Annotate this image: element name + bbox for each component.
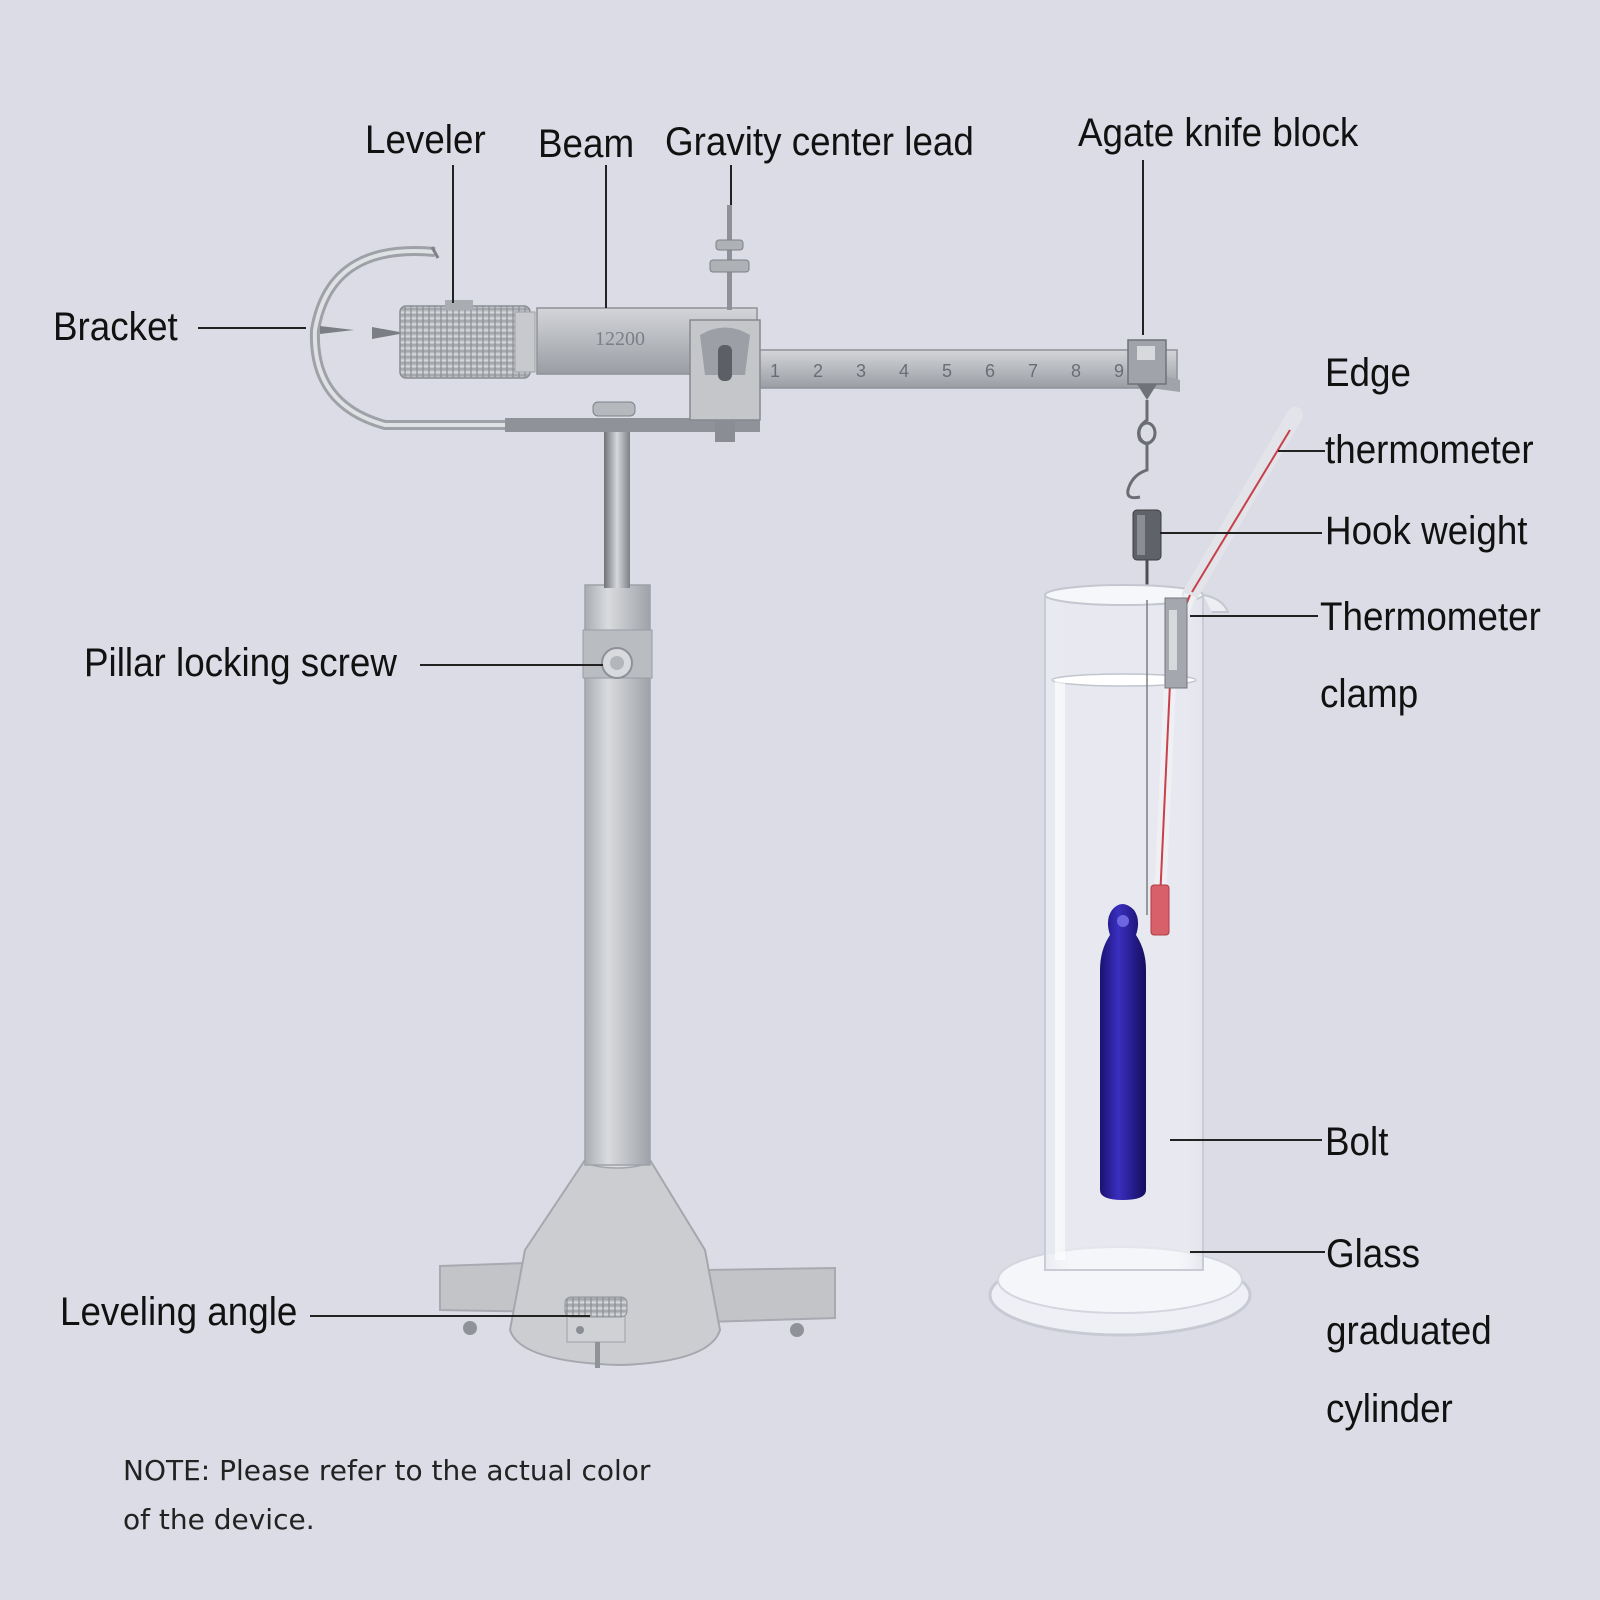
- leveling-screw: [564, 1296, 628, 1368]
- label-leveling-angle: Leveling angle: [60, 1290, 298, 1334]
- label-agate-knife-block: Agate knife block: [1078, 111, 1359, 155]
- label-leveler: Leveler: [365, 118, 486, 162]
- label-edge: Edge: [1325, 351, 1411, 395]
- gravity-center-lead: [709, 205, 750, 310]
- knife-housing: [689, 319, 761, 442]
- beam-scale-mark: 4: [899, 361, 909, 381]
- label-bracket: Bracket: [53, 305, 178, 349]
- label-thermometer-clamp-line1: Thermometer: [1320, 595, 1541, 639]
- leveler-knob: [399, 300, 536, 379]
- stand-base: [439, 1151, 836, 1367]
- pillar: [582, 584, 653, 1166]
- balance-beam: 12200 1 2 3 4 5 6 7 8 9: [536, 307, 1180, 392]
- pillar-rod: [604, 418, 630, 588]
- beam-scale-mark: 8: [1071, 361, 1081, 381]
- bracket-arm: [309, 246, 760, 432]
- bolt: [1100, 904, 1146, 1200]
- label-glass-line1: Glass: [1326, 1232, 1421, 1276]
- beam-scale: 1 2 3 4 5 6 7 8 9: [770, 361, 1124, 381]
- beam-scale-mark: 5: [942, 361, 952, 381]
- label-hook-weight: Hook weight: [1325, 509, 1528, 553]
- color-note: NOTE: Please refer to the actual color o…: [123, 1454, 651, 1536]
- beam-engraving: 12200: [595, 328, 645, 350]
- label-thermometer: thermometer: [1325, 428, 1534, 472]
- suspension-hook: [1126, 400, 1157, 500]
- beam-scale-mark: 9: [1114, 361, 1124, 381]
- leader-lines: [198, 160, 1325, 1317]
- label-thermometer-clamp-line2: clamp: [1320, 672, 1419, 716]
- beam-scale-mark: 7: [1028, 361, 1038, 381]
- beam-scale-mark: 3: [856, 361, 866, 381]
- rod-cap: [592, 401, 636, 417]
- label-bolt: Bolt: [1325, 1120, 1389, 1164]
- beam-scale-mark: 6: [985, 361, 995, 381]
- label-pillar-locking-screw: Pillar locking screw: [84, 641, 397, 685]
- beam-scale-mark: 2: [813, 361, 823, 381]
- thermometer-clamp: [1164, 597, 1188, 689]
- label-gravity-center-lead: Gravity center lead: [665, 120, 974, 164]
- label-glass-line2: graduated: [1326, 1309, 1492, 1353]
- beam-scale-mark: 1: [770, 361, 780, 381]
- label-beam: Beam: [538, 122, 635, 166]
- agate-knife-block: [1127, 339, 1167, 400]
- label-glass-line3: cylinder: [1326, 1387, 1453, 1431]
